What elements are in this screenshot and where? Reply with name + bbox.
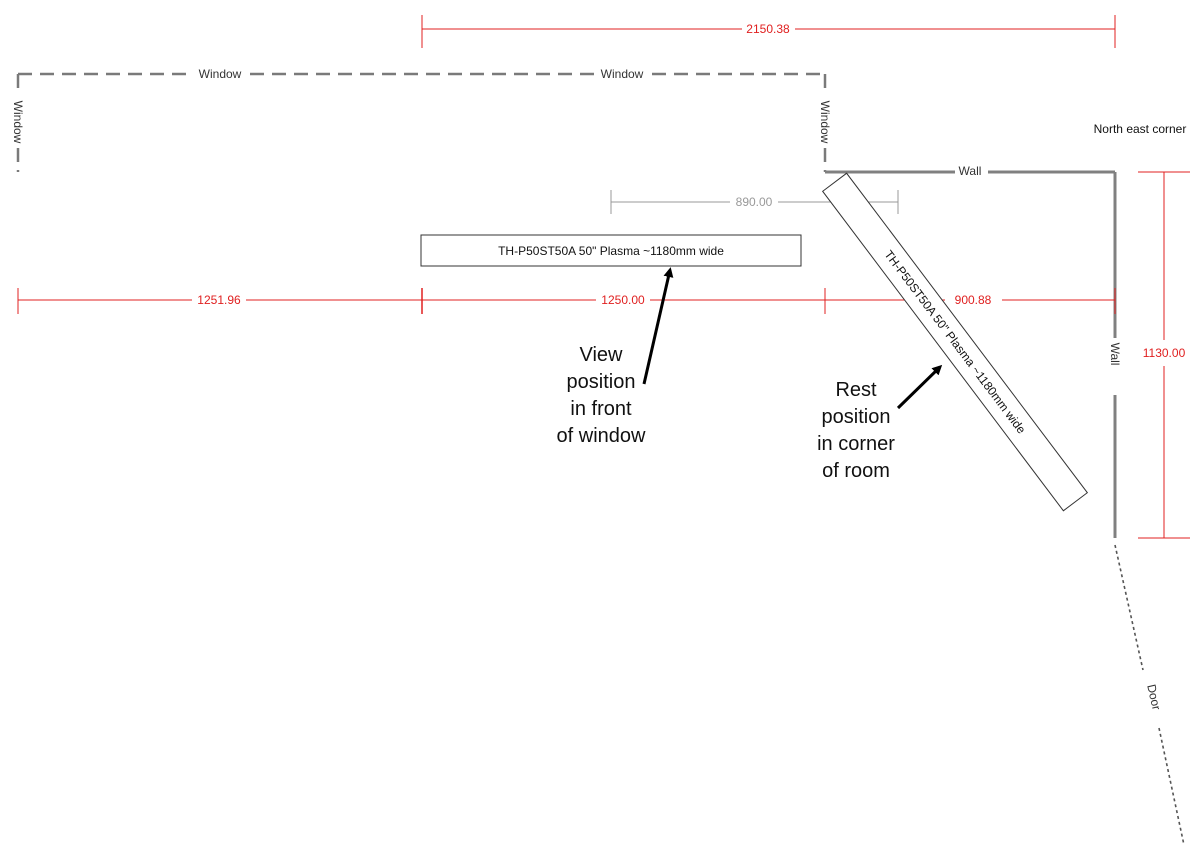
dimension-vertical-label: 1130.00 (1143, 346, 1186, 360)
dimension-vertical: 1130.00 (1138, 171, 1190, 539)
dimension-top-total-label: 2150.38 (746, 22, 790, 36)
view-note-line-3: in front (570, 398, 632, 420)
dimension-top-total: 2150.38 (421, 15, 1116, 48)
view-note-line-4: of window (557, 425, 646, 447)
door-label: Door (1144, 683, 1163, 711)
tv-view-position: TH-P50ST50A 50" Plasma ~1180mm wide (420, 234, 802, 267)
window-label-left: Window (11, 101, 25, 144)
view-position-note: View position in front of window (557, 344, 646, 447)
dimension-left-span-label: 1251.96 (197, 293, 241, 307)
rest-note-line-2: position (822, 406, 891, 428)
window-label-right: Window (818, 101, 832, 144)
wall-label-top: Wall (959, 164, 982, 178)
rest-note-line-4: of room (822, 460, 890, 482)
north-east-corner-label: North east corner (1094, 122, 1187, 136)
view-note-line-2: position (567, 371, 636, 393)
door-line (1114, 544, 1185, 846)
window-label-top-left: Window (199, 67, 242, 81)
rest-note-line-3: in corner (817, 433, 895, 455)
dimension-middle-span-label: 1250.00 (601, 293, 645, 307)
window-label-top-right: Window (601, 67, 644, 81)
dimension-row: 1251.96 1250.00 900.88 (17, 288, 1116, 314)
rest-arrow (896, 364, 943, 410)
view-arrow (642, 267, 674, 385)
tv-view-label: TH-P50ST50A 50" Plasma ~1180mm wide (498, 244, 724, 258)
window-outline (16, 72, 827, 172)
dimension-tv-offset-label: 890.00 (736, 195, 773, 209)
tv-rest-label: TH-P50ST50A 50" Plasma ~1180mm wide (881, 248, 1028, 437)
rest-note-line-1: Rest (835, 379, 877, 401)
dimension-right-span-label: 900.88 (955, 293, 992, 307)
view-note-line-1: View (580, 344, 624, 366)
wall-label-right: Wall (1108, 343, 1122, 366)
rest-position-note: Rest position in corner of room (817, 379, 895, 482)
